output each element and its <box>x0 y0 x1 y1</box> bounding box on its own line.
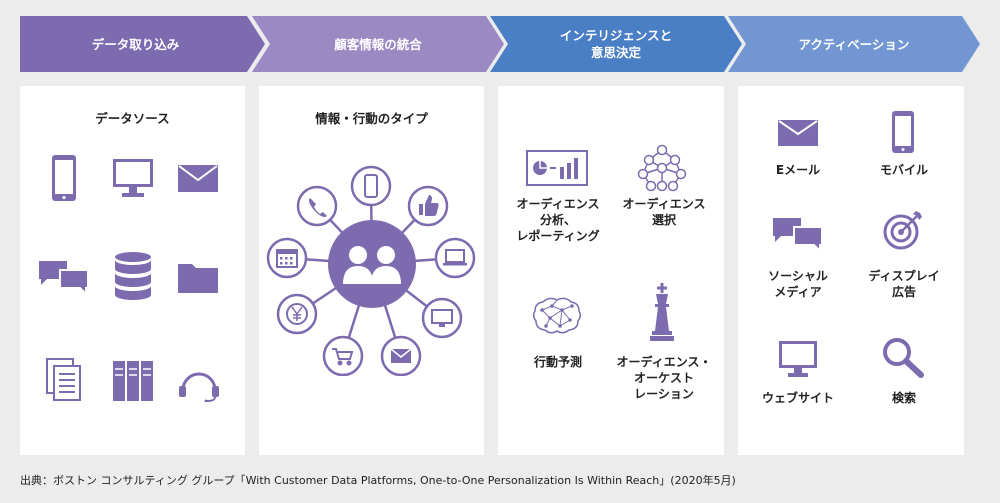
phone-icon <box>309 198 327 217</box>
channel-label-website: ウェブサイト <box>761 391 834 405</box>
item-label-audience-orchestration: オーディエンス・ オーケスト レーション <box>616 355 712 401</box>
panel-information-types: 情報・行動のタイプ <box>259 86 484 455</box>
source-footnote: 出典：ボストン コンサルティング グループ「With Customer Data… <box>20 474 736 487</box>
hub-diagram <box>266 165 476 376</box>
channel-label-email: Eメール <box>775 163 821 177</box>
mail-icon <box>178 165 218 192</box>
monitor-icon <box>113 159 153 197</box>
monitor-icon <box>779 341 817 377</box>
step-intelligence: インテリジェンスと 意思決定 <box>490 16 742 72</box>
brain-network-icon <box>532 297 582 334</box>
people-icon <box>343 246 401 284</box>
step-data-ingestion: データ取り込み <box>20 16 265 72</box>
customer-hub <box>328 220 416 308</box>
panel-activation: Eメール モバイル ソーシャル メディア ディスプレイ 広告 ウェブサイト 検索 <box>738 86 964 455</box>
thumbs-up-icon <box>419 195 439 216</box>
channel-label-mobile: モバイル <box>879 163 928 177</box>
step-label: データ取り込み <box>91 36 180 52</box>
shopping-cart-icon <box>332 348 354 366</box>
search-icon <box>883 338 924 378</box>
analytics-report-icon <box>526 150 588 186</box>
chat-bubbles-icon <box>773 218 823 252</box>
step-label: アクティベーション <box>798 36 910 52</box>
item-label-behavior-prediction: 行動予測 <box>533 355 582 369</box>
database-icon <box>115 252 151 300</box>
calendar-icon <box>276 249 298 268</box>
mail-icon <box>390 348 412 363</box>
folder-icon <box>178 264 218 293</box>
step-activation: アクティベーション <box>728 16 980 72</box>
mail-icon <box>778 120 818 146</box>
step-label: 顧客情報の統合 <box>334 36 422 52</box>
mobile-phone-icon <box>52 155 76 201</box>
channel-label-display-ad: ディスプレイ 広告 <box>868 269 940 299</box>
monitor-icon <box>431 309 453 327</box>
documents-icon <box>46 358 81 401</box>
target-icon <box>883 211 922 250</box>
chess-king-icon <box>650 283 674 341</box>
mobile-phone-icon <box>892 111 914 153</box>
mobile-icon <box>364 174 378 198</box>
step-label: インテリジェンスと 意思決定 <box>559 28 673 60</box>
channel-label-social: ソーシャル メディア <box>768 269 828 299</box>
chat-bubbles-icon <box>39 261 89 295</box>
panel-title: 情報・行動のタイプ <box>315 111 428 126</box>
yen-coin-icon <box>286 303 308 325</box>
server-rack-icon <box>113 361 153 401</box>
item-label-analytics: オーディエンス 分析、 レポーティング <box>516 197 600 243</box>
panel-data-sources: データソース <box>20 86 245 455</box>
laptop-icon <box>443 249 467 266</box>
channel-label-search: 検索 <box>891 391 916 405</box>
step-customer-integration: 顧客情報の統合 <box>252 16 504 72</box>
panel-title: データソース <box>95 111 170 126</box>
item-label-audience-selection: オーディエンス 選択 <box>622 197 706 227</box>
headset-icon <box>179 372 219 402</box>
network-audience-icon <box>637 144 687 192</box>
panel-intelligence: オーディエンス 分析、 レポーティング オーディエンス 選択 行動予測 <box>498 86 724 455</box>
